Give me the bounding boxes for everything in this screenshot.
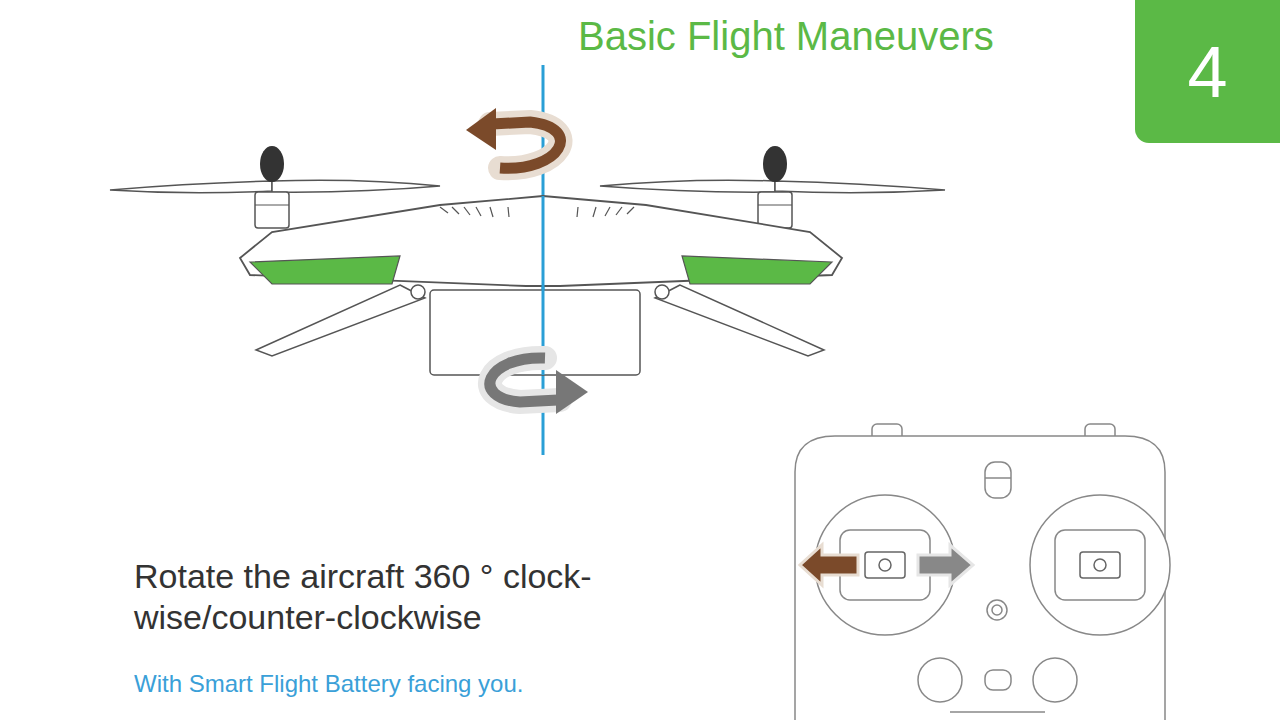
chapter-tab: 4 xyxy=(1135,0,1280,143)
green-trim xyxy=(682,256,832,284)
vents xyxy=(440,207,634,217)
rotation-arrow xyxy=(466,108,561,168)
green-trim xyxy=(250,256,400,284)
landing-leg xyxy=(655,285,824,356)
landing-leg xyxy=(256,285,425,356)
page-title: Basic Flight Maneuvers xyxy=(578,14,994,59)
instruction-note: With Smart Flight Battery facing you. xyxy=(134,670,754,699)
remote-controller xyxy=(795,424,1170,720)
stick-arrow xyxy=(800,545,858,585)
instruction-text: Rotate the aircraft 360 ° clock-wise/cou… xyxy=(134,556,724,639)
rotation-arrow xyxy=(490,358,588,414)
stick-arrow xyxy=(918,545,973,585)
drone-body xyxy=(240,196,842,286)
chapter-number: 4 xyxy=(1187,36,1227,108)
